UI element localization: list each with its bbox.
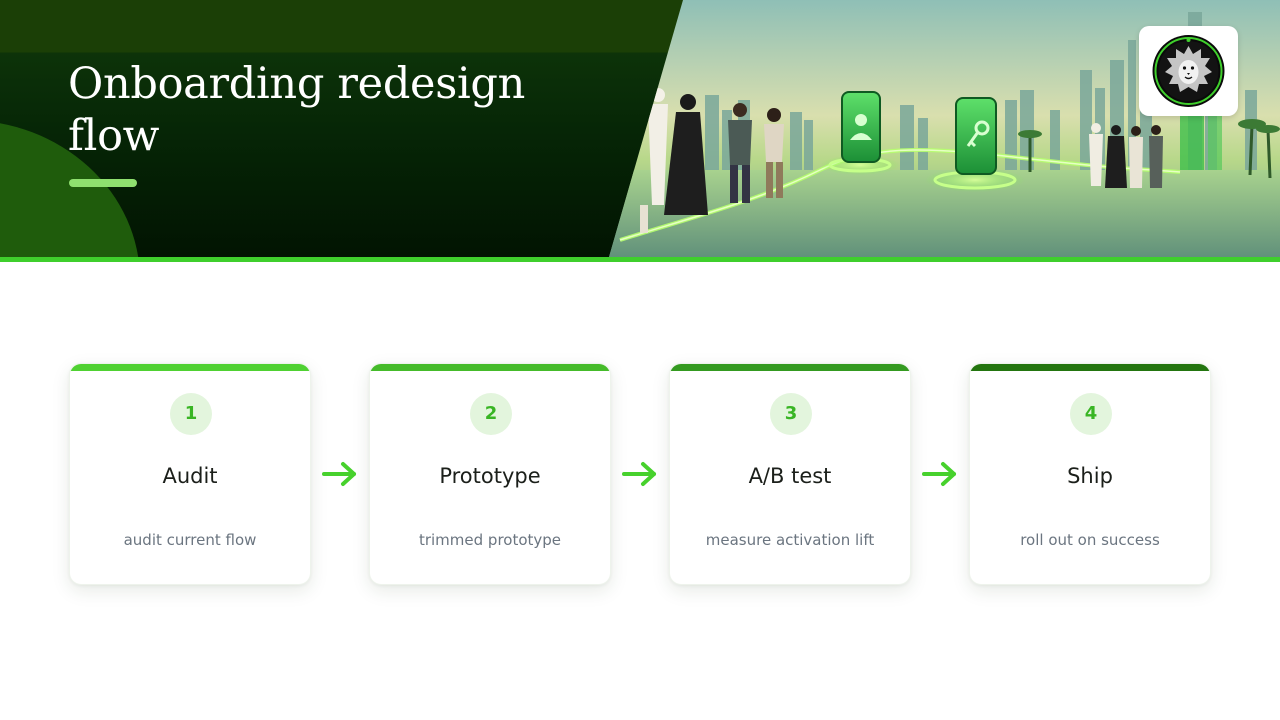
step-title: A/B test [748, 464, 832, 488]
step-card-accent-bar [70, 364, 310, 371]
step-description: audit current flow [123, 531, 257, 549]
step-card-ship: 4 Ship roll out on success [969, 363, 1211, 585]
step-card-accent-bar [370, 364, 610, 371]
step-title: Audit [162, 464, 218, 488]
step-title: Ship [1067, 464, 1113, 488]
logo-tile [1139, 26, 1238, 116]
arrow-right-icon [622, 462, 656, 486]
step-card-accent-bar [970, 364, 1210, 371]
arrow-right-icon [322, 462, 356, 486]
header-band: Onboarding redesign flow [0, 0, 1280, 257]
lion-emblem-icon [1152, 35, 1225, 107]
step-description: measure activation lift [705, 531, 875, 549]
step-number-badge: 4 [1070, 393, 1112, 435]
header-accent-line [0, 257, 1280, 262]
step-title: Prototype [439, 464, 541, 488]
step-card-audit: 1 Audit audit current flow [69, 363, 311, 585]
step-description: trimmed prototype [418, 531, 562, 549]
slide-title: Onboarding redesign flow [68, 59, 526, 161]
step-card-ab-test: 3 A/B test measure activation lift [669, 363, 911, 585]
step-description: roll out on success [1020, 531, 1160, 549]
step-card-prototype: 2 Prototype trimmed prototype [369, 363, 611, 585]
hero-city-illustration [609, 0, 1280, 257]
title-underline [69, 179, 137, 187]
arrow-right-icon [922, 462, 956, 486]
step-number-badge: 1 [170, 393, 212, 435]
step-number-badge: 3 [770, 393, 812, 435]
step-card-accent-bar [670, 364, 910, 371]
step-number-badge: 2 [470, 393, 512, 435]
